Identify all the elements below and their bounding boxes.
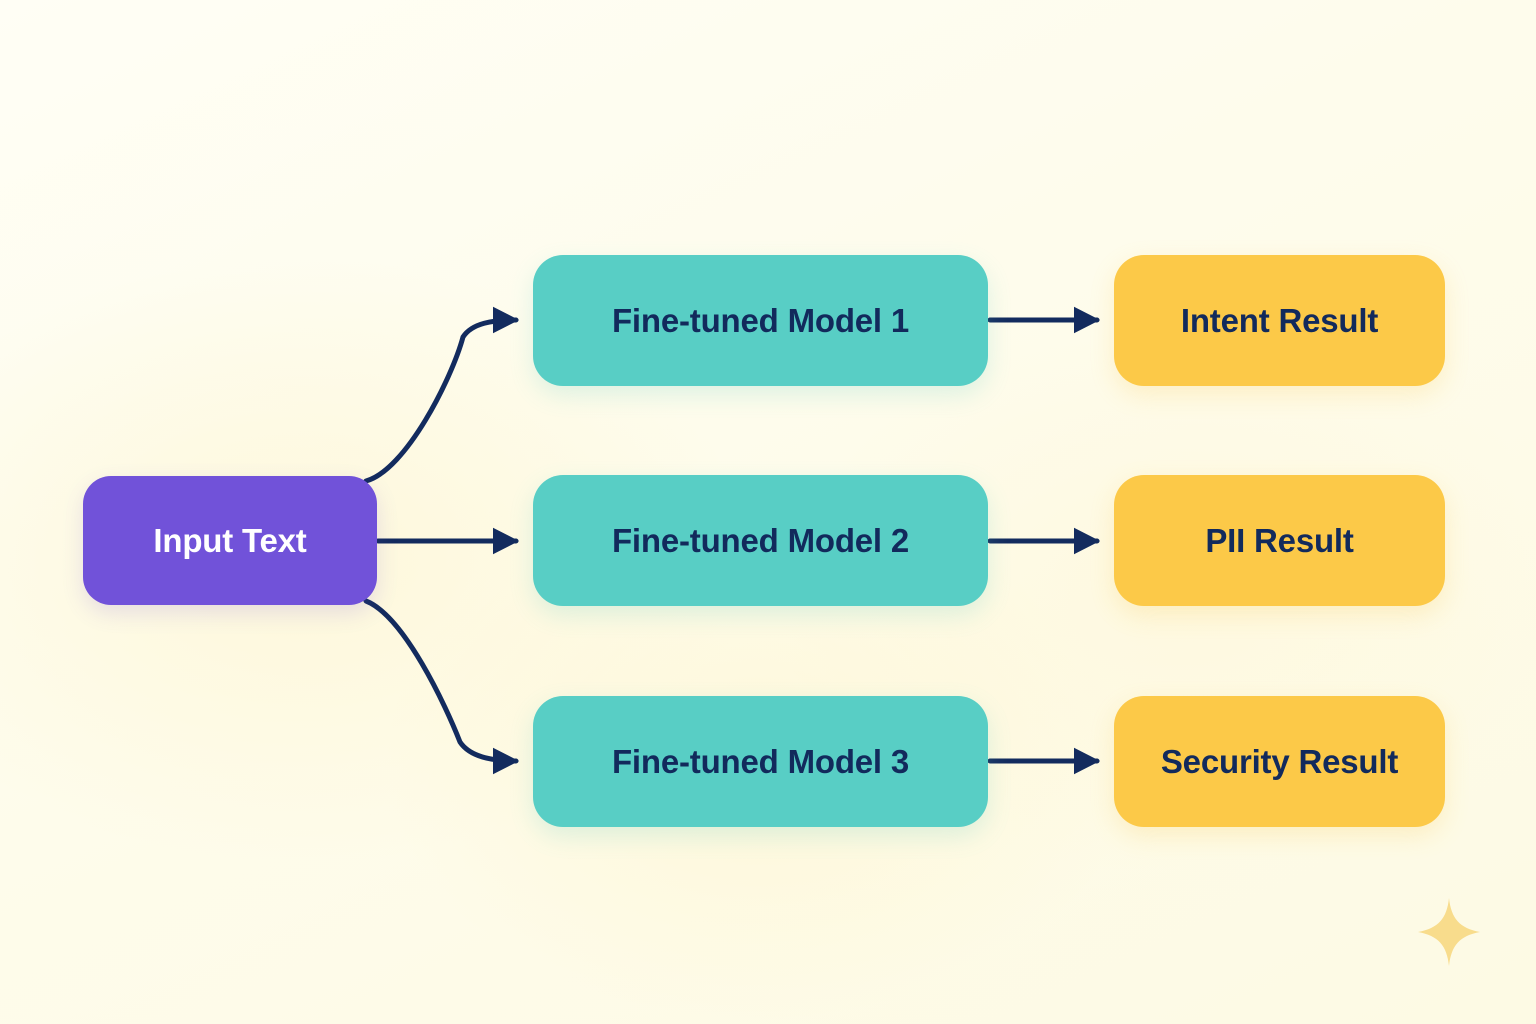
node-fine-tuned-model-3-label: Fine-tuned Model 3 xyxy=(611,743,910,780)
node-fine-tuned-model-1-label: Fine-tuned Model 1 xyxy=(611,302,910,339)
node-pii-result-label: PII Result xyxy=(1205,522,1354,559)
edge-input-to-model-1 xyxy=(363,306,520,484)
node-intent-result-label: Intent Result xyxy=(1180,302,1379,339)
sparkle-icon xyxy=(1418,898,1480,966)
node-fine-tuned-model-3[interactable]: Fine-tuned Model 3 xyxy=(533,696,988,827)
node-intent-result[interactable]: Intent Result xyxy=(1114,255,1445,386)
node-input-text-label: Input Text xyxy=(153,522,307,559)
node-fine-tuned-model-2[interactable]: Fine-tuned Model 2 xyxy=(533,475,988,606)
node-fine-tuned-model-2-label: Fine-tuned Model 2 xyxy=(611,522,910,559)
node-security-result-label: Security Result xyxy=(1160,743,1399,780)
node-security-result[interactable]: Security Result xyxy=(1114,696,1445,827)
node-pii-result[interactable]: PII Result xyxy=(1114,475,1445,606)
node-fine-tuned-model-1[interactable]: Fine-tuned Model 1 xyxy=(533,255,988,386)
edge-input-to-model-3 xyxy=(363,598,520,775)
node-input-text[interactable]: Input Text xyxy=(83,476,377,605)
